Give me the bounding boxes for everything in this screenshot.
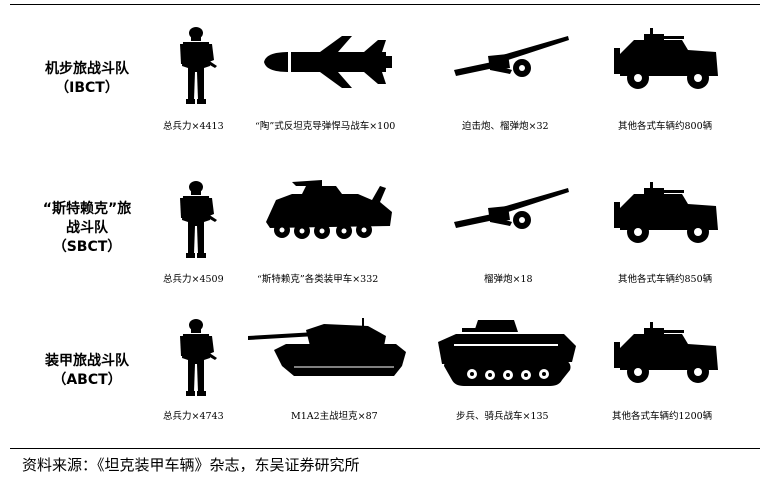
caption-ibct-troops: 总兵力×4413	[163, 121, 224, 132]
caption-ibct-vehicles: 其他各式车辆约800辆	[618, 121, 713, 132]
caption-abct-m1a2: M1A2主战坦克×87	[291, 411, 378, 422]
caption-abct-troops: 总兵力×4743	[163, 411, 224, 422]
howitzer-icon	[452, 34, 570, 82]
missile-icon	[262, 34, 394, 90]
row-label-ibct: 机步旅战斗队 （IBCT）	[45, 61, 129, 96]
caption-sbct-artillery: 榴弹炮×18	[484, 274, 533, 285]
caption-ibct-artillery: 迫击炮、榴弹炮×32	[462, 121, 549, 132]
source-note: 资料来源：《坦克装甲车辆》杂志，东吴证券研究所	[22, 456, 360, 474]
armored-vehicle-icon	[262, 178, 398, 244]
howitzer-icon	[452, 186, 570, 234]
caption-sbct-troops: 总兵力×4509	[163, 274, 224, 285]
humvee-icon	[612, 320, 720, 384]
caption-sbct-vehicles: 其他各式车辆约850辆	[618, 274, 713, 285]
caption-ibct-tow-humvee: “陶”式反坦克导弹悍马战车×100	[255, 121, 396, 132]
main-battle-tank-icon	[246, 316, 408, 386]
humvee-icon	[612, 180, 720, 244]
soldier-icon	[174, 318, 218, 400]
infantry-fighting-vehicle-icon	[434, 316, 578, 390]
row-label-abct: 装甲旅战斗队 （ABCT）	[45, 353, 129, 388]
caption-abct-vehicles: 其他各式车辆约1200辆	[612, 411, 713, 422]
row-label-sbct: “斯特赖克”旅 战斗队 （SBCT）	[42, 201, 132, 255]
top-rule	[10, 4, 760, 5]
humvee-icon	[612, 26, 720, 90]
caption-abct-ifv: 步兵、骑兵战车×135	[456, 411, 549, 422]
caption-sbct-stryker: “斯特赖克”各类装甲车×332	[257, 274, 379, 285]
bottom-rule	[10, 448, 760, 449]
soldier-icon	[174, 26, 218, 108]
soldier-icon	[174, 180, 218, 262]
